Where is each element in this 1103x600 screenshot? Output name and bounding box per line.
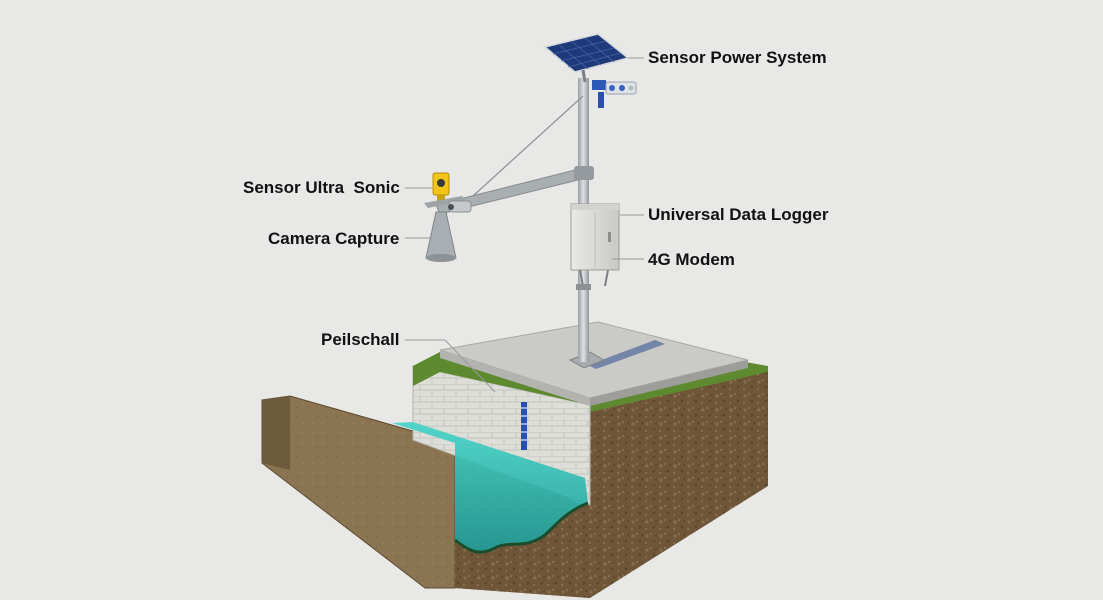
label-peilschall: Peilschall [321,330,399,350]
label-sensor-power-system: Sensor Power System [648,48,827,68]
ultrasonic-sensor [424,173,466,262]
label-4g-modem: 4G Modem [648,250,735,270]
staff-gauge [521,402,527,450]
label-universal-data-logger: Universal Data Logger [648,205,828,225]
power-modules [592,80,636,108]
label-camera-capture: Camera Capture [268,229,399,249]
label-sensor-ultra-sonic: Sensor Ultra Sonic [243,178,400,198]
camera [448,201,471,212]
solar-panel [545,34,628,82]
